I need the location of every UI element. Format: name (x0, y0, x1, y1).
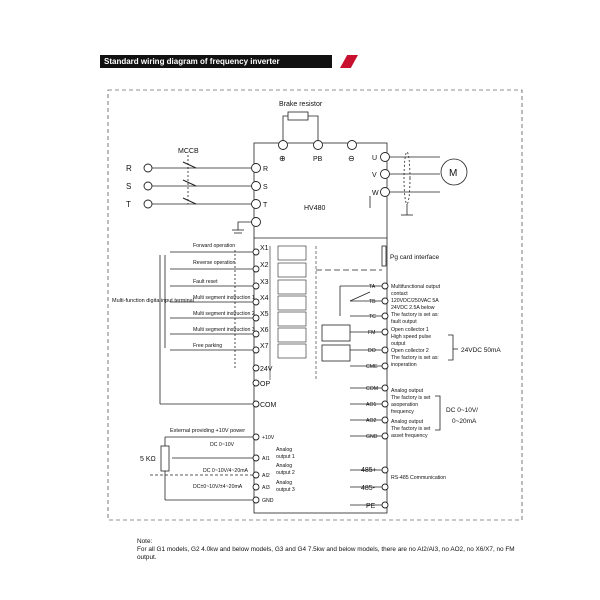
ai1-label-1: Analog (276, 447, 292, 453)
rs485-label: RS-485 Communication (391, 475, 446, 481)
ao1-desc-2: asoperation (391, 402, 418, 408)
terminal-com-right: COM (366, 386, 378, 392)
terminal-485-plus: 485+ (361, 467, 377, 474)
fn-fault-reset: Fault reset (193, 279, 218, 285)
range-ai2: DC 0~10V/4~20mA (203, 468, 249, 474)
page-title: Standard wiring diagram of frequency inv… (104, 57, 280, 66)
ao2-desc-3: asset frequency (391, 433, 428, 439)
terminal-tc: TC (369, 314, 376, 320)
terminal-t-label: T (263, 202, 268, 209)
motor-symbol: M (449, 168, 457, 179)
terminal-x4: X4 (260, 295, 269, 302)
do-desc-2: The factory is set as: (391, 355, 439, 361)
com-label: Analog output (391, 388, 424, 394)
header-banner: Standard wiring diagram of frequency inv… (100, 55, 358, 68)
terminal-x3: X3 (260, 279, 269, 286)
do-desc-3: inoperation (391, 362, 417, 368)
pg-card-label: Pg card interface (390, 254, 440, 261)
pot-label: 5 KΩ (140, 456, 156, 463)
terminal-ai2: AI2 (262, 473, 270, 479)
ext-power-label: External providing +10V power (170, 428, 245, 434)
input-r-label: R (126, 164, 132, 173)
terminal-ai3: AI3 (262, 485, 270, 491)
terminal-485-minus: 485- (361, 485, 376, 492)
terminal-gnd: GND (262, 498, 274, 504)
relay-desc-1: Multifunctional output (391, 284, 441, 290)
ai2-label-1: Analog (276, 463, 292, 469)
fn-ms3: Multi segment instruction 3 (193, 327, 255, 333)
ao-range-1: DC 0~10V/ (446, 407, 478, 414)
dc-plus-label: ⊕ (279, 154, 286, 163)
relay-desc-6: fault output (391, 319, 417, 325)
terminal-pe: PE (366, 503, 376, 510)
terminal-gnd-right: GND (366, 434, 378, 440)
input-t-label: T (126, 200, 131, 209)
fm-desc-1: Open collector 1 (391, 327, 429, 333)
terminal-x5: X5 (260, 311, 269, 318)
ai3-label-1: Analog (276, 480, 292, 486)
fn-reverse: Reverse operation (193, 260, 236, 266)
motor-w-label: W (372, 190, 379, 197)
ao2-desc-1: Analog output (391, 419, 424, 425)
terminal-com: COM (260, 402, 277, 409)
terminal-x6: X6 (260, 327, 269, 334)
input-group-label: Multi-function digita input terminal (112, 298, 194, 304)
motor-v-label: V (372, 172, 377, 179)
terminal-op: OP (260, 381, 270, 388)
fn-free-parking: Free parking (193, 343, 222, 349)
ao1-desc-1: The factory is set (391, 395, 431, 401)
fm-desc-2: High speed pulse (391, 334, 431, 340)
footnote: Note: For all G1 models, G2 4.0kw and be… (137, 538, 517, 562)
ao1-desc-3: frequency (391, 409, 414, 415)
terminal-s-label: S (263, 184, 268, 191)
terminal-x7: X7 (260, 343, 269, 350)
terminal-r-label: R (263, 166, 268, 173)
relay-desc-3: 120VDC/250VAC 5A (391, 298, 439, 304)
relay-desc-4: 24VDC 2.5A below (391, 305, 435, 311)
note-line: For all G1 models, G2 4.0kw and below mo… (137, 546, 515, 561)
terminal-ao1: AO1 (366, 402, 376, 408)
do-desc-1: Open collector 2 (391, 348, 429, 354)
brake-resistor-label: Brake resistor (279, 101, 323, 108)
relay-desc-5: The factory is set as: (391, 312, 439, 318)
dc-minus-label: ⊖ (348, 154, 355, 163)
terminal-cme: CME (366, 364, 378, 370)
range-ai1: DC 0~10V (210, 442, 235, 448)
terminal-10v: +10V (262, 435, 275, 441)
terminal-x2: X2 (260, 262, 269, 269)
ai3-label-2: output 3 (276, 487, 295, 493)
terminal-ai1: AI1 (262, 456, 270, 462)
motor-u-label: U (372, 155, 377, 162)
note-title: Note: (137, 538, 153, 545)
relay-desc-2: contact (391, 291, 408, 297)
fn-ms2: Multi segment instruction 2 (193, 311, 255, 317)
pb-label: PB (313, 156, 323, 163)
input-s-label: S (126, 182, 131, 191)
terminal-ta: TA (369, 284, 376, 290)
terminal-tb: TB (369, 299, 376, 305)
ao2-desc-2: The factory is set (391, 426, 431, 432)
terminal-x1: X1 (260, 245, 269, 252)
terminal-do: DO (368, 348, 376, 354)
terminal-fm: FM (368, 330, 376, 336)
range-ai3: DC±0~10V/±4~20mA (193, 484, 243, 490)
fn-forward: Forward operation (193, 243, 235, 249)
model-label: HV480 (304, 205, 326, 212)
ai1-label-2: output 1 (276, 454, 295, 460)
ao-range-2: 0~20mA (452, 418, 477, 425)
fm-desc-3: output (391, 341, 406, 347)
terminal-24v: 24V (260, 366, 273, 373)
terminal-ao2: AO2 (366, 418, 376, 424)
fn-ms1: Multi segment instruction 1 (193, 295, 255, 301)
supply-label: 24VDC 50mA (461, 347, 501, 354)
ai2-label-2: output 2 (276, 470, 295, 476)
mccb-label: MCCB (178, 148, 199, 155)
